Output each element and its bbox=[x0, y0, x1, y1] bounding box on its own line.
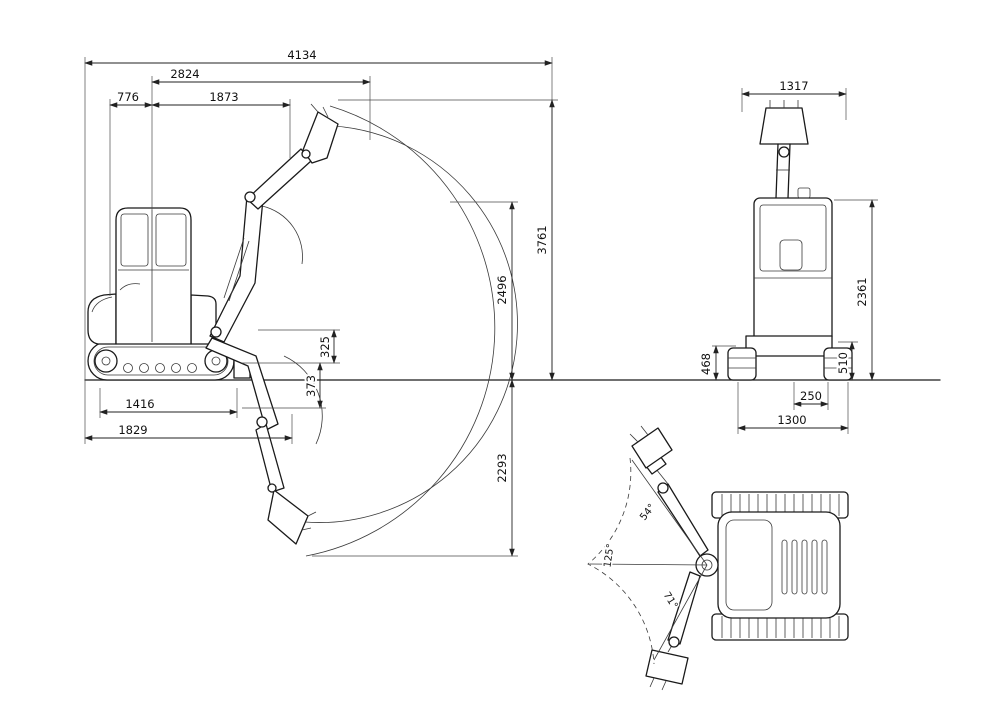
side-dimensions: 4134 2824 776 1873 3761 2496 2293 325 37… bbox=[84, 46, 558, 557]
side-view bbox=[87, 103, 518, 557]
front-dimensions: 1317 2361 510 468 250 1300 bbox=[697, 77, 878, 434]
boom-raised bbox=[209, 103, 339, 343]
working-range-arcs bbox=[261, 105, 518, 557]
top-body bbox=[695, 511, 841, 619]
angle-54: 54° bbox=[638, 502, 658, 523]
swing-arcs bbox=[587, 457, 708, 665]
dim-373: 373 bbox=[304, 375, 318, 397]
dim-250: 250 bbox=[800, 389, 822, 403]
top-boom-right bbox=[645, 571, 701, 691]
side-cab bbox=[115, 207, 192, 345]
front-undercarriage bbox=[727, 335, 853, 381]
top-view: 54° 125° 71° bbox=[587, 425, 849, 691]
dim-468: 468 bbox=[699, 353, 713, 375]
front-view bbox=[727, 100, 853, 381]
boom-lowered bbox=[205, 337, 317, 545]
dim-325: 325 bbox=[318, 336, 332, 358]
dim-2361: 2361 bbox=[855, 277, 869, 306]
side-track bbox=[87, 341, 251, 381]
dim-4134: 4134 bbox=[287, 48, 316, 62]
dim-776: 776 bbox=[117, 90, 139, 104]
dim-1829: 1829 bbox=[118, 423, 147, 437]
top-boom-left bbox=[629, 425, 709, 557]
dim-2496: 2496 bbox=[495, 275, 509, 304]
dim-2293: 2293 bbox=[495, 453, 509, 482]
dim-510: 510 bbox=[836, 352, 850, 374]
front-cab bbox=[753, 187, 833, 343]
front-bucket bbox=[759, 100, 809, 145]
dim-1317: 1317 bbox=[779, 79, 808, 93]
front-arm bbox=[775, 143, 791, 199]
angle-125: 125° bbox=[602, 543, 616, 568]
side-body bbox=[87, 293, 217, 345]
dim-2824: 2824 bbox=[170, 67, 199, 81]
dim-3761: 3761 bbox=[535, 225, 549, 254]
dim-1300: 1300 bbox=[777, 413, 806, 427]
dim-1873: 1873 bbox=[209, 90, 238, 104]
angle-71: 71° bbox=[661, 590, 680, 611]
dim-1416: 1416 bbox=[125, 397, 154, 411]
